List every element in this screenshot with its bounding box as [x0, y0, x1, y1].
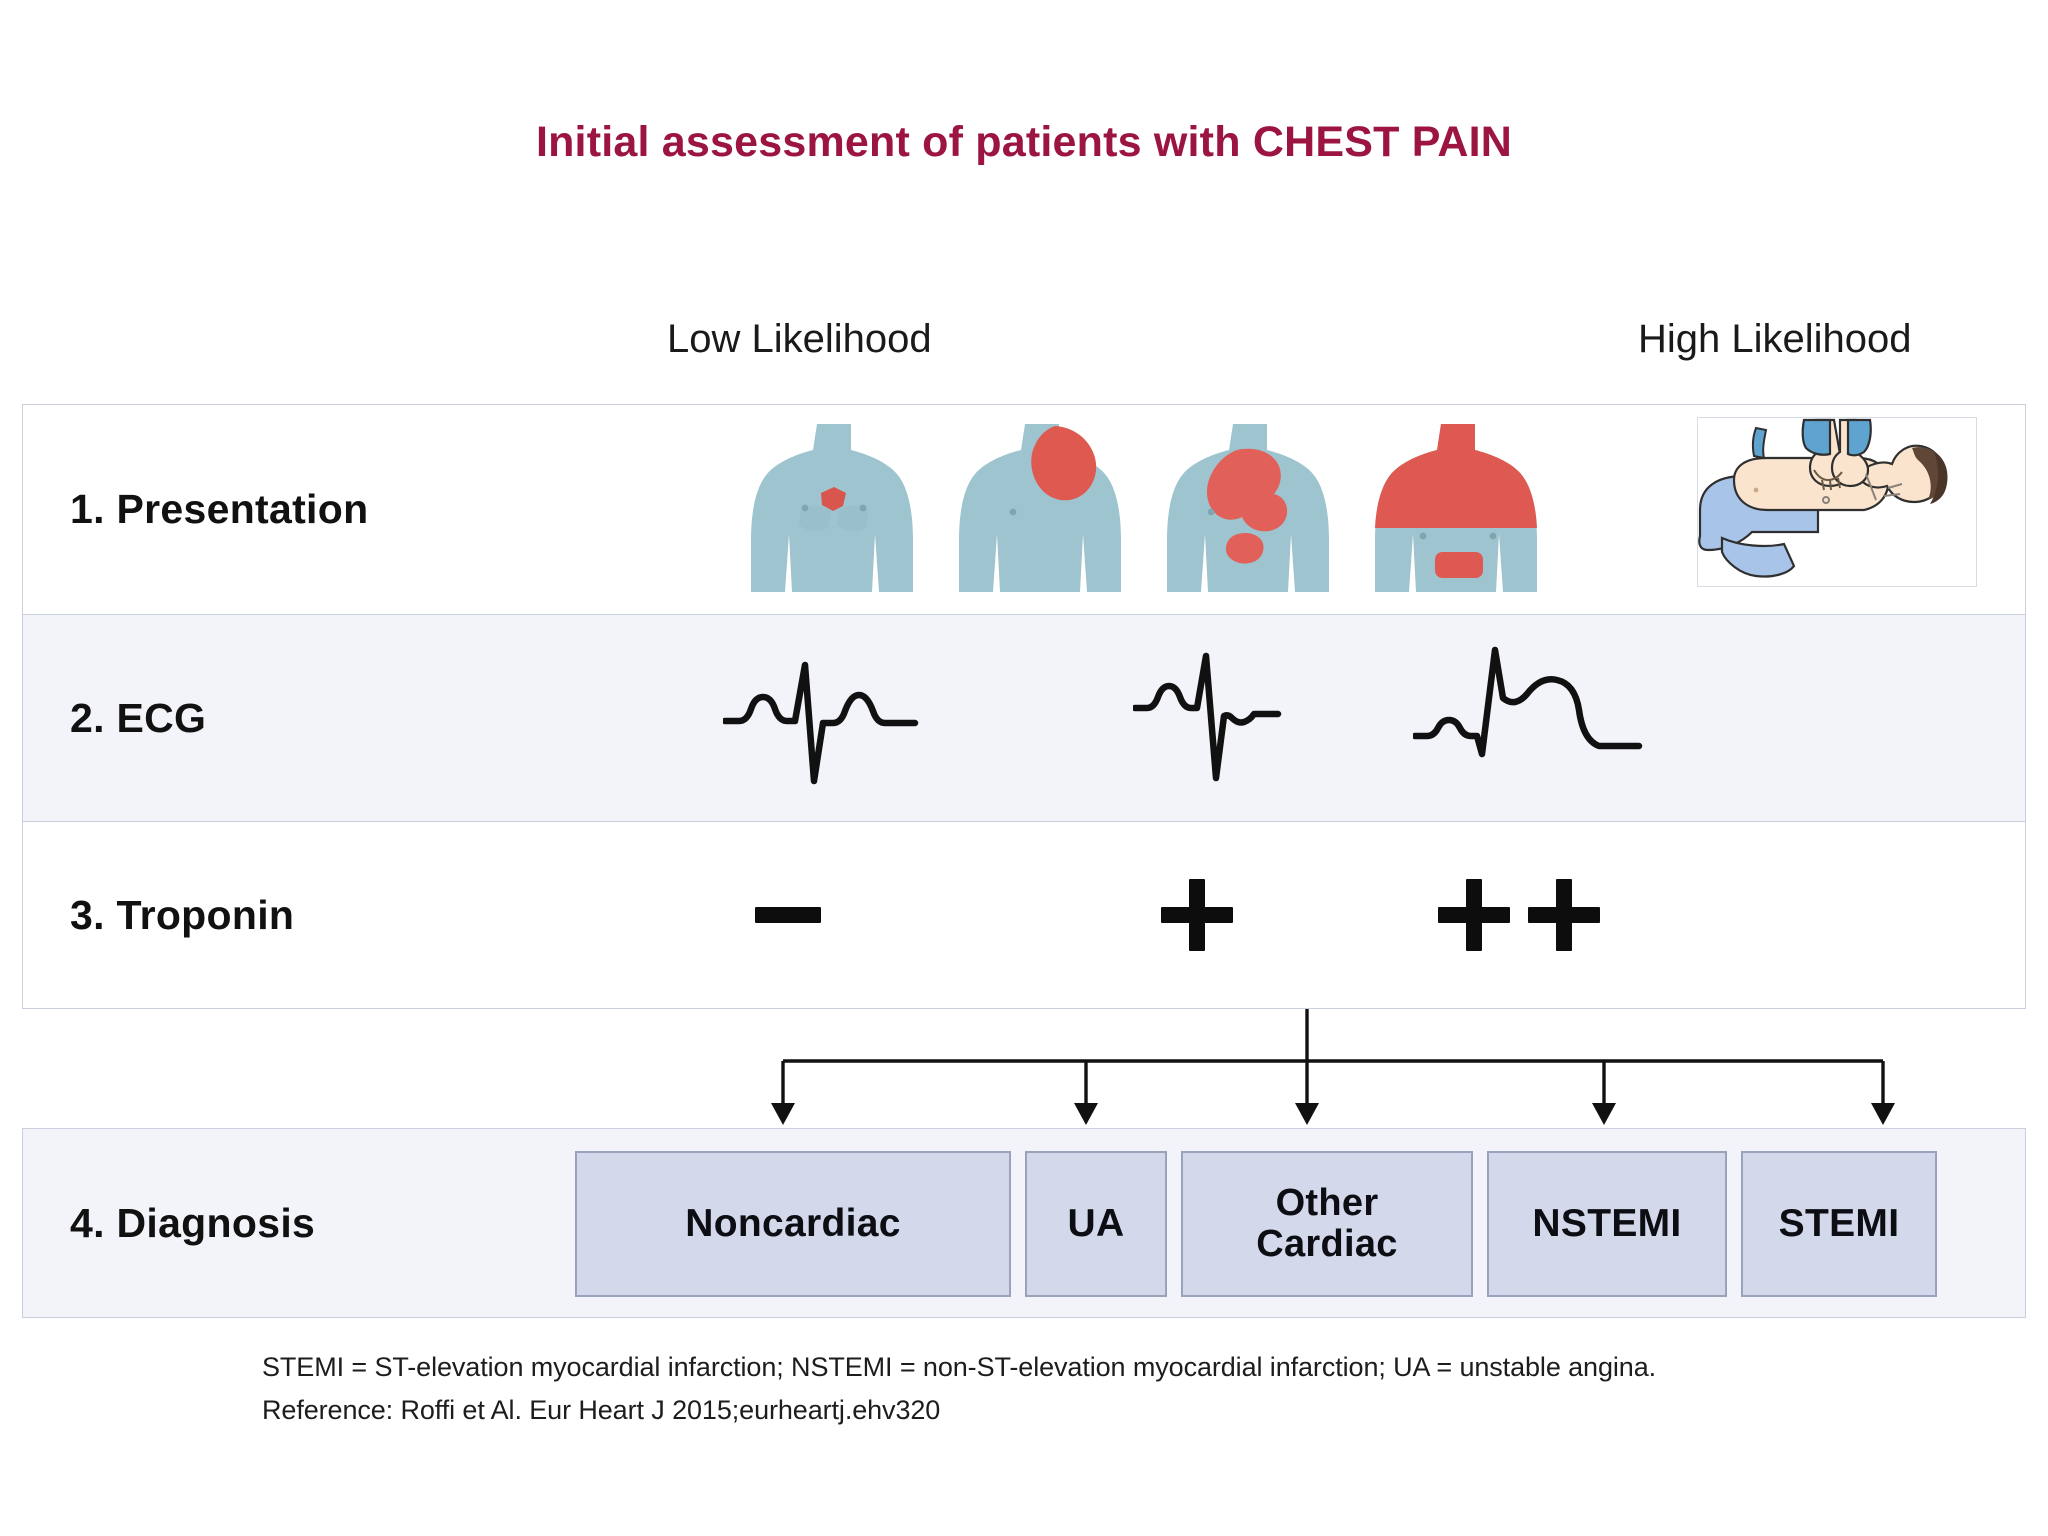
ecg-st-depression-icon [1133, 638, 1313, 798]
troponin-negative-icon [753, 880, 823, 950]
row-label-ecg: 2. ECG [70, 694, 207, 741]
page-title-lead: Initial assessment of patients with [535, 118, 1253, 166]
diagnosis-label-other-cardiac-line1: Other [1275, 1182, 1379, 1225]
torso-upper-chest-neck-pain-icon [957, 414, 1127, 599]
row-troponin: 3. Troponin [22, 822, 2026, 1009]
diagnosis-label-other-cardiac-line2: Cardiac [1256, 1223, 1398, 1265]
row-content-presentation [603, 405, 2025, 614]
footnote-abbreviations: STEMI = ST-elevation myocardial infarcti… [262, 1352, 1657, 1382]
row-content-troponin [603, 822, 2025, 1008]
ecg-st-elevation-icon [1413, 638, 1663, 798]
troponin-positive-icon [1158, 876, 1236, 954]
row-label-diagnosis: 4. Diagnosis [70, 1199, 316, 1246]
ecg-normal-icon [723, 643, 923, 793]
page-title-emphasis: CHEST PAIN [1252, 118, 1513, 166]
cpr-cardiac-arrest-icon [1697, 417, 1977, 587]
diagnosis-label-stemi: STEMI [1778, 1202, 1900, 1246]
diagnosis-label-nstemi: NSTEMI [1532, 1202, 1682, 1246]
low-likelihood-label: Low Likelihood [667, 317, 932, 361]
row-label-presentation: 1. Presentation [70, 486, 369, 532]
torso-whole-chest-pain-icon [1373, 414, 1543, 599]
row-ecg: 2. ECG [22, 615, 2026, 822]
presentation-torso-strip [749, 414, 1543, 599]
torso-pinpoint-pain-icon [749, 414, 919, 599]
diagnosis-label-noncardiac: Noncardiac [685, 1202, 901, 1246]
row-content-ecg [603, 615, 2025, 821]
row-presentation: 1. Presentation [22, 404, 2026, 615]
diagnosis-box-nstemi[interactable]: NSTEMI [1487, 1151, 1727, 1297]
diagnosis-connector-arrows [0, 1009, 2048, 1129]
diagnosis-box-ua[interactable]: UA [1025, 1151, 1167, 1297]
footnote-reference: Reference: Roffi et Al. Eur Heart J 2015… [262, 1395, 941, 1425]
page-title: Initial assessment of patients with CHES… [0, 118, 2048, 167]
assessment-matrix: 1. Presentation [22, 404, 2026, 1009]
troponin-strongly-positive-icon [1435, 876, 1603, 954]
torso-central-radiating-pain-icon [1165, 414, 1335, 599]
diagnosis-box-noncardiac[interactable]: Noncardiac [575, 1151, 1011, 1297]
row-label-troponin: 3. Troponin [70, 891, 295, 938]
high-likelihood-label: High Likelihood [1638, 317, 1912, 361]
diagnosis-box-stemi[interactable]: STEMI [1741, 1151, 1937, 1297]
diagnosis-label-ua: UA [1067, 1202, 1125, 1246]
